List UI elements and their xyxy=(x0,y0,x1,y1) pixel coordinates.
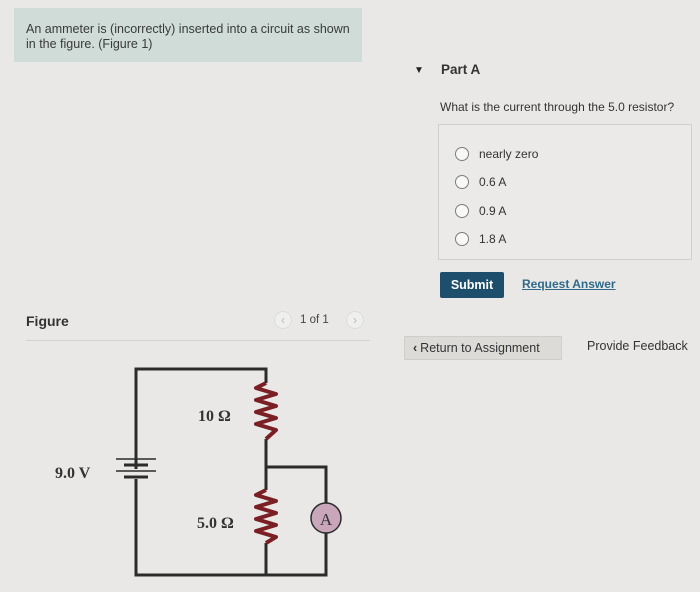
answer-options: nearly zero 0.6 A 0.9 A 1.8 A xyxy=(438,124,692,260)
resistor-5-label: 5.0 Ω xyxy=(197,515,234,532)
submit-button[interactable]: Submit xyxy=(440,272,504,298)
option-label: nearly zero xyxy=(479,147,539,161)
option-label: 0.9 A xyxy=(479,204,507,218)
return-to-assignment-button[interactable]: ‹Return to Assignment xyxy=(404,336,562,360)
return-label: Return to Assignment xyxy=(420,341,540,355)
figure-link[interactable]: (Figure 1) xyxy=(98,37,153,51)
ammeter-label: A xyxy=(320,510,333,529)
intro-text: An ammeter is (incorrectly) inserted int… xyxy=(26,22,350,51)
part-title: Part A xyxy=(441,62,481,77)
circuit-diagram: A 9.0 V 10 Ω 5.0 Ω xyxy=(55,367,342,577)
chevron-right-icon[interactable]: › xyxy=(346,311,364,329)
resistor-10-ohm xyxy=(254,381,278,441)
resistor-5-ohm xyxy=(254,488,278,545)
part-a-header[interactable]: ▼ Part A xyxy=(414,60,684,82)
chevron-left-icon: ‹ xyxy=(413,341,418,355)
chevron-left-icon[interactable]: ‹ xyxy=(274,311,292,329)
provide-feedback-link[interactable]: Provide Feedback xyxy=(587,339,688,353)
caret-down-icon[interactable]: ▼ xyxy=(414,65,424,76)
radio-button[interactable] xyxy=(455,204,469,218)
radio-button[interactable] xyxy=(455,232,469,246)
battery-symbol xyxy=(116,458,156,479)
radio-button[interactable] xyxy=(455,147,469,161)
option-label: 0.6 A xyxy=(479,175,507,189)
option-label: 1.8 A xyxy=(479,232,507,246)
battery-label: 9.0 V xyxy=(55,465,91,482)
circuit-wires xyxy=(134,367,328,577)
ammeter-symbol xyxy=(310,502,342,534)
problem-intro: An ammeter is (incorrectly) inserted int… xyxy=(14,8,362,62)
request-answer-link[interactable]: Request Answer xyxy=(522,277,616,291)
figure-title: Figure xyxy=(26,313,69,329)
figure-pager: 1 of 1 xyxy=(300,314,329,326)
figure-header: Figure ‹ 1 of 1 › xyxy=(26,308,370,341)
question-text: What is the current through the 5.0 resi… xyxy=(440,100,675,114)
radio-button[interactable] xyxy=(455,175,469,189)
resistor-10-label: 10 Ω xyxy=(198,408,231,425)
